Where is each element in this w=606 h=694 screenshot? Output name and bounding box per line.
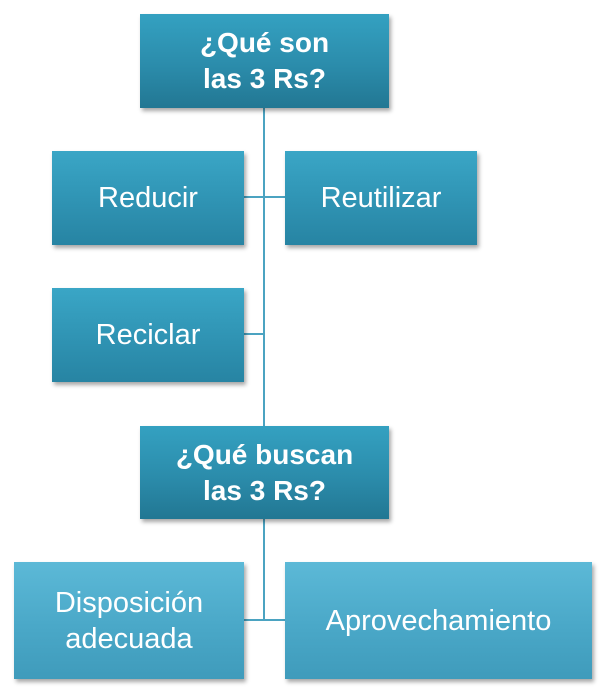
node-reuse: Reutilizar	[285, 151, 477, 245]
node-proper-disposal-label: Disposición adecuada	[54, 586, 204, 655]
node-what-do-3rs-seek: ¿Qué buscan las 3 Rs?	[140, 426, 389, 519]
node-proper-disposal: Disposición adecuada	[14, 562, 244, 679]
node-what-are-3rs: ¿Qué son las 3 Rs?	[140, 14, 389, 108]
node-what-do-3rs-seek-label: ¿Qué buscan las 3 Rs?	[175, 438, 354, 506]
node-use: Aprovechamiento	[285, 562, 592, 679]
node-recycle-label: Reciclar	[95, 319, 201, 351]
node-reuse-label: Reutilizar	[320, 182, 442, 214]
node-recycle: Reciclar	[52, 288, 244, 382]
node-reduce: Reducir	[52, 151, 244, 245]
node-what-are-3rs-label: ¿Qué son las 3 Rs?	[199, 27, 330, 94]
node-use-label: Aprovechamiento	[325, 604, 552, 637]
node-reduce-label: Reducir	[98, 182, 198, 214]
